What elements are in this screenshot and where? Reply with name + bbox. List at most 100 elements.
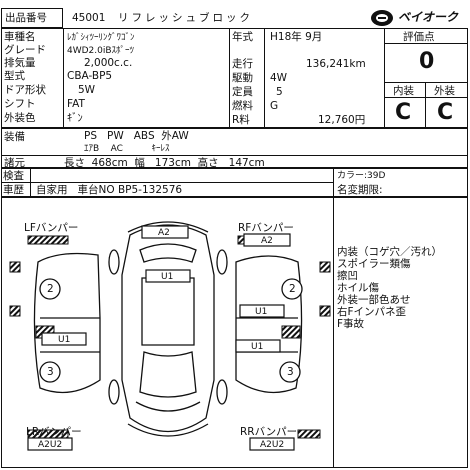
doors-value: 5W bbox=[78, 84, 96, 96]
wheel-rr bbox=[216, 379, 228, 405]
mileage-value: 136,241km bbox=[306, 58, 366, 70]
displacement-value: 2,000c.c. bbox=[84, 57, 133, 69]
header-lot-box bbox=[1, 8, 63, 28]
circle-3-left-label: 3 bbox=[47, 366, 54, 378]
right-rocker-marker bbox=[281, 325, 301, 339]
capacity-value: 5 bbox=[276, 86, 283, 98]
rear-window-outline bbox=[139, 351, 197, 398]
inspection-label: 検査 bbox=[3, 170, 24, 182]
specs-col-divider-3 bbox=[264, 28, 265, 128]
history-value: 自家用 車台NO BP5-132576 bbox=[36, 184, 183, 196]
specs-table bbox=[1, 28, 468, 128]
u1-right-box bbox=[239, 304, 285, 318]
model-value: CBA-BP5 bbox=[67, 70, 113, 82]
brand-mark-icon bbox=[371, 10, 393, 26]
a2-right-code: A2 bbox=[261, 236, 273, 246]
grade-label: グレード bbox=[4, 44, 46, 56]
note-item: 擦凹 bbox=[337, 270, 358, 282]
specs-col-divider-1 bbox=[63, 28, 64, 128]
rating-divider-1 bbox=[384, 43, 468, 44]
right-side-outline bbox=[235, 255, 303, 394]
color-code: カラー:39D bbox=[337, 171, 386, 181]
brand-logo: ベイオーク bbox=[370, 8, 466, 28]
fuel-value: G bbox=[270, 100, 279, 112]
trunk-outline bbox=[135, 401, 201, 412]
front-bumper-bracket bbox=[127, 221, 209, 233]
header-title: リフレッシュブロック bbox=[118, 12, 253, 24]
car-name-value: ﾚｶﾞｼｨﾂｰﾘﾝｸﾞﾜｺﾞﾝ bbox=[67, 33, 135, 43]
rating-divider-3 bbox=[384, 97, 468, 98]
score-label: 評価点 bbox=[403, 31, 435, 43]
a2-top-box bbox=[141, 225, 189, 239]
interior-grade: C bbox=[395, 100, 412, 125]
color-value: ｷﾞﾝ bbox=[67, 112, 83, 124]
circle-2-right-label: 2 bbox=[289, 283, 296, 295]
a2u2-right-code: A2U2 bbox=[260, 440, 285, 450]
equipment-label: 装備 bbox=[4, 131, 25, 143]
wheel-rl bbox=[108, 379, 120, 405]
a2u2-right-box bbox=[249, 437, 295, 451]
diagram-notes-divider bbox=[333, 197, 334, 468]
circle-3-right bbox=[279, 361, 301, 383]
circle-2-left-label: 2 bbox=[47, 283, 54, 295]
fuel-label: 燃料 bbox=[232, 100, 253, 112]
rr-bumper-marker bbox=[297, 429, 321, 439]
u1-left-box bbox=[41, 332, 87, 346]
note-item: ホイル傷 bbox=[337, 282, 379, 294]
diagram-box bbox=[1, 197, 468, 468]
circle-2-right bbox=[281, 278, 303, 300]
lr-bumper-label: LRバンパー bbox=[26, 426, 82, 438]
note-item: 右Fインパネ歪 bbox=[337, 306, 407, 318]
circle-3-left bbox=[39, 361, 61, 383]
score-value: 0 bbox=[419, 49, 435, 74]
color-label: 外装色 bbox=[4, 112, 36, 124]
wheel-fr bbox=[216, 249, 228, 275]
u1-roof-box bbox=[145, 269, 191, 283]
equipment-box bbox=[1, 128, 468, 168]
specs-col-divider-2 bbox=[229, 28, 230, 128]
lot-label: 出品番号 bbox=[5, 12, 47, 24]
recycle-value: 12,760円 bbox=[318, 114, 366, 126]
u1-center-box bbox=[235, 339, 281, 353]
shift-value: FAT bbox=[67, 98, 85, 110]
exterior-label: 外装 bbox=[434, 85, 455, 97]
recycle-label: R料 bbox=[232, 114, 250, 126]
specs-col-divider-4 bbox=[384, 28, 385, 128]
grade-value: 4WD2.0iBｽﾎﾟｰﾂ bbox=[67, 46, 135, 56]
u1-left-code: U1 bbox=[58, 335, 71, 345]
inspection-col-divider-b bbox=[333, 168, 334, 197]
u1-center-code: U1 bbox=[251, 342, 264, 352]
right-mirror-marker bbox=[319, 261, 331, 273]
lot-number: 45001 bbox=[72, 12, 106, 24]
drive-label: 駆動 bbox=[232, 72, 253, 84]
inspection-col-divider-a bbox=[30, 168, 31, 197]
dimensions-label: 諸元 bbox=[4, 157, 25, 169]
displacement-label: 排気量 bbox=[4, 57, 36, 69]
equipment-divider bbox=[1, 155, 468, 156]
note-item: スポイラー類傷 bbox=[337, 258, 411, 270]
u1-right-code: U1 bbox=[255, 307, 268, 317]
note-item: 外装一部色あせ bbox=[337, 294, 411, 306]
car-body-outline bbox=[121, 224, 215, 433]
inspection-divider bbox=[1, 182, 333, 183]
dimensions-value: 長さ 468cm 幅 173cm 高さ 147cm bbox=[64, 157, 265, 169]
rr-bumper-label: RRバンパー bbox=[240, 426, 298, 438]
a2u2-left-box bbox=[27, 437, 73, 451]
left-side-outline bbox=[33, 252, 101, 394]
equipment-line-2: ｴｱB AC ｷｰﾚｽ bbox=[84, 144, 170, 154]
rating-divider-2 bbox=[384, 82, 468, 83]
rating-divider-v bbox=[425, 82, 426, 128]
windshield-outline bbox=[139, 243, 197, 263]
doors-label: ドア形状 bbox=[4, 84, 46, 96]
year-value: H18年 9月 bbox=[270, 31, 323, 43]
left-pillar-marker bbox=[9, 305, 21, 317]
wheel-fl bbox=[108, 249, 120, 275]
capacity-label: 定員 bbox=[232, 86, 253, 98]
mileage-label: 走行 bbox=[232, 58, 253, 70]
a2-top-code: A2 bbox=[158, 228, 170, 238]
u1-roof-code: U1 bbox=[161, 272, 174, 282]
rf-bumper-label: RFバンパー bbox=[238, 222, 294, 234]
a2u2-left-code: A2U2 bbox=[38, 440, 63, 450]
note-item: 内装（コゲ穴／汚れ） bbox=[337, 246, 442, 258]
